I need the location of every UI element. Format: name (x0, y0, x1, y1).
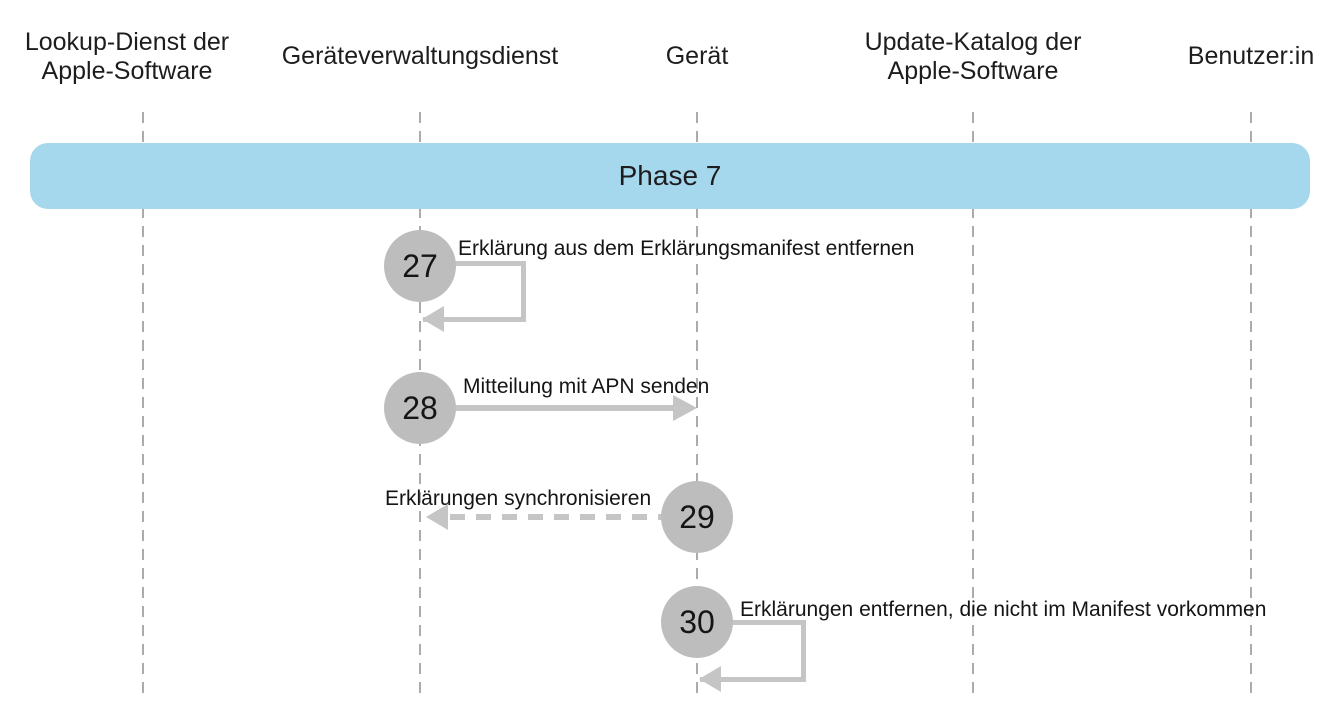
lifeline-device (696, 112, 698, 700)
actor-label-line: Update-Katalog der (864, 28, 1082, 56)
actor-header-update-catalog: Update-Katalog der Apple-Software (803, 28, 1143, 86)
actor-header-lookup-service: Lookup-Dienst der Apple-Software (0, 28, 297, 86)
lifeline-user (1250, 112, 1252, 700)
step-27-label: Erklärung aus dem Erklärungsmanifest ent… (458, 237, 915, 260)
step-27-arrowhead-icon (422, 306, 444, 332)
actor-label-line: Geräteverwaltungsdienst (281, 42, 559, 70)
actor-label-line: Apple-Software (887, 57, 1059, 85)
actor-header-device: Gerät (527, 42, 867, 71)
phase-band: Phase 7 (30, 143, 1310, 209)
step-30-arrowhead-icon (699, 666, 721, 692)
step-28-label: Mitteilung mit APN senden (463, 375, 710, 398)
lifeline-update-catalog (972, 112, 974, 700)
lifeline-lookup-service (142, 112, 144, 700)
actor-label-line: Gerät (665, 42, 729, 70)
step-number: 27 (402, 247, 438, 284)
step-30-self-arrow (700, 620, 806, 682)
step-29-arrowhead-icon (426, 504, 448, 530)
actor-header-device-management-service: Geräteverwaltungsdienst (250, 42, 590, 71)
actor-label-line: Benutzer:in (1187, 42, 1315, 70)
step-29-arrow (450, 514, 665, 520)
actor-header-user: Benutzer:in (1081, 42, 1333, 71)
step-27-badge: 27 (384, 230, 456, 302)
step-number: 29 (679, 498, 715, 535)
step-30-badge: 30 (661, 586, 733, 658)
step-29-label: Erklärungen synchronisieren (385, 487, 652, 510)
step-28-badge: 28 (384, 372, 456, 444)
phase-label: Phase 7 (618, 160, 722, 191)
step-27-self-arrow (423, 261, 526, 322)
step-number: 30 (679, 603, 715, 640)
step-number: 28 (402, 389, 438, 426)
step-28-arrowhead-icon (673, 395, 697, 421)
actor-label-line: Apple-Software (41, 57, 213, 85)
step-28-arrow (430, 405, 675, 411)
step-30-label: Erklärungen entfernen, die nicht im Mani… (740, 598, 1267, 621)
actor-label-line: Lookup-Dienst der (24, 28, 230, 56)
step-29-badge: 29 (661, 481, 733, 553)
